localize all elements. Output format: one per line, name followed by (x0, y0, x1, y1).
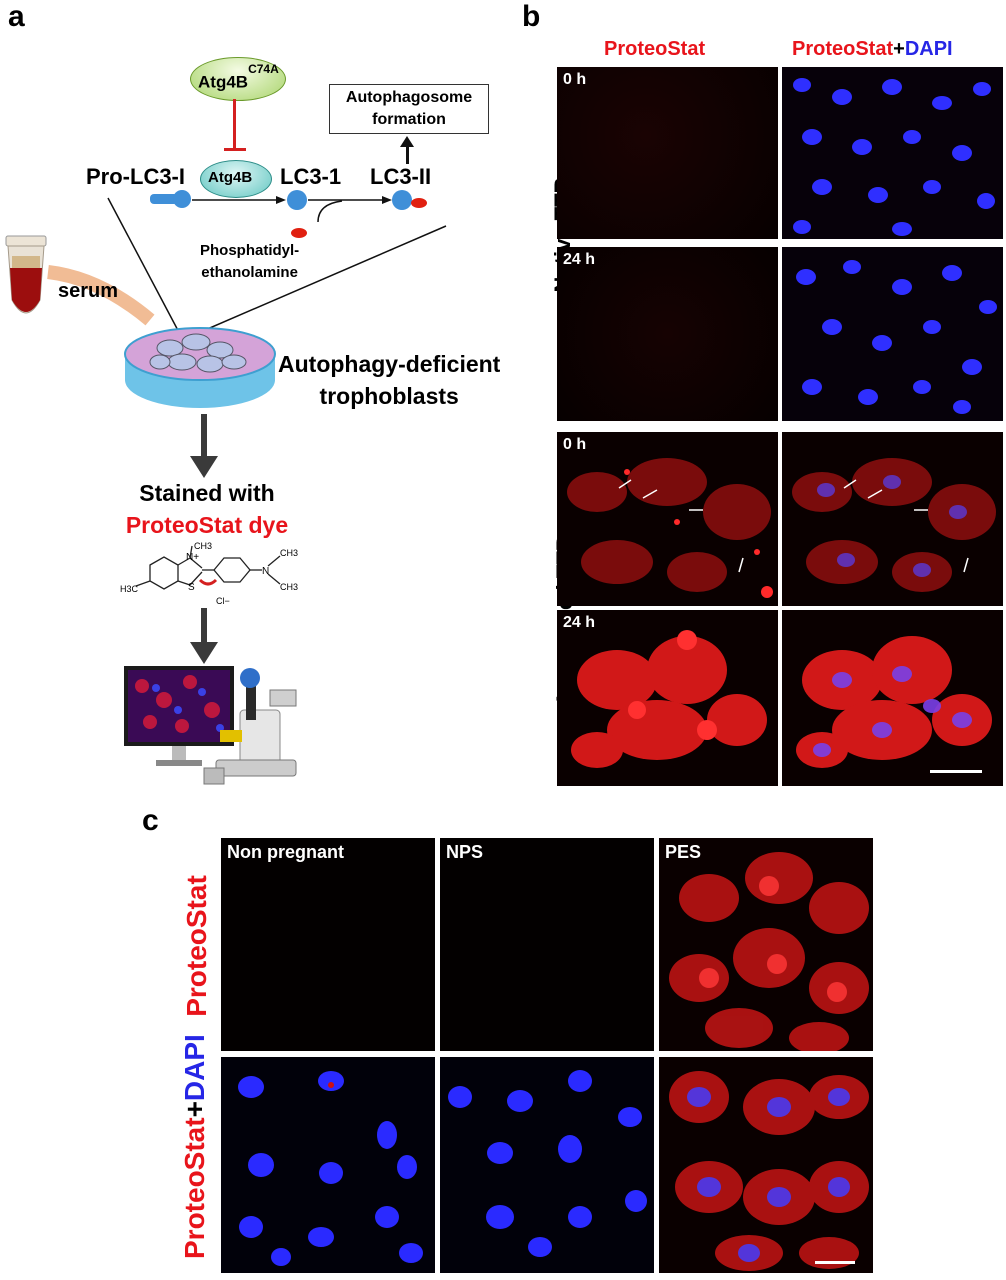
pro-lc3-label: Pro-LC3-I (86, 164, 185, 189)
c-pes-proteostat: PES (659, 838, 873, 1051)
c-col-label-2: PES (665, 842, 702, 862)
cells-line1: Autophagy-deficient (278, 351, 501, 377)
b-time-label-3: 24 h (563, 614, 596, 631)
chem-cl: Cl− (216, 596, 230, 606)
arrow-up-head (400, 136, 414, 147)
c-row2-blue: DAPI (179, 1034, 210, 1102)
arrow-down-1-shaft (201, 414, 207, 458)
c-row2-red: ProteoStat (179, 1117, 210, 1259)
pe-line2: ethanolamine (201, 264, 298, 281)
serum-label: serum (58, 280, 119, 302)
serum-arrow (47, 265, 155, 326)
c-row1-label: ProteoStat (181, 875, 212, 1017)
chem-h3c: H3C (120, 584, 139, 594)
chem-n: N (262, 566, 269, 577)
b-time-label-2: 0 h (563, 436, 587, 453)
b-time-label-1: 24 h (563, 251, 596, 268)
proteostat-structure: N+ CH3 S H3C N CH3 CH3 Cl− (120, 541, 298, 606)
b-scale-bar (930, 770, 982, 773)
b-native-0h-nuclei (793, 78, 995, 236)
arrow-down-2-shaft (201, 608, 207, 644)
b-aggregated-24h-signal (571, 630, 767, 768)
arrow-2-head (382, 196, 392, 204)
pathway-diagram (107, 190, 447, 341)
b-aggregated-0h-merge-signal (792, 458, 996, 592)
inhibition-line (233, 99, 236, 149)
lc3-2-label: LC3-II (370, 164, 432, 189)
pe-line1: Phosphatidyl- (200, 242, 300, 259)
c-scale-bar (815, 1261, 855, 1264)
panel-a-letter: a (8, 0, 25, 33)
b-native-24h-proteostat: 24 h (557, 247, 778, 421)
b-aggregated-0h-signal (567, 458, 773, 598)
pe-curve (317, 200, 343, 223)
b-aggregated-24h-proteostat: 24 h (557, 610, 778, 786)
b-time-label-0: 0 h (563, 71, 587, 88)
atg4b-label: Atg4B (208, 169, 253, 186)
b-native-24h-nuclei (796, 260, 997, 414)
c-pes-merge (659, 1057, 873, 1273)
dye-label: ProteoStat dye (125, 512, 289, 538)
b-aggregated-0h-proteostat: 0 h (557, 432, 778, 606)
zoom-line-right (181, 225, 447, 341)
autophagosome-box: Autophagosome formation (329, 84, 489, 134)
chem-ch3-r1: CH3 (280, 548, 298, 558)
c-pes-signal (669, 852, 869, 1051)
stained-with-label: Stained with (139, 480, 275, 506)
c-pes-merge-signal (669, 1071, 869, 1271)
panel-c-letter: c (142, 804, 159, 837)
b-aggregated-24h-merge (782, 610, 1003, 786)
c-nonpregnant-nuclei (238, 1071, 423, 1266)
b-aggregated-0h-merge (782, 432, 1003, 606)
pe-label: Phosphatidyl- ethanolamine (200, 240, 299, 284)
c-nonpregnant-proteostat: Non pregnant (221, 838, 435, 1051)
mutant-superscript: C74A (248, 62, 279, 76)
autophagosome-line1: Autophagosome (345, 89, 473, 106)
pro-lc3-head (173, 190, 191, 208)
b-native-0h-proteostat: 0 h (557, 67, 778, 239)
arrow-down-2-head (190, 642, 218, 664)
lc3-2-pe (411, 198, 427, 208)
lc3-2-shape (392, 190, 412, 210)
arrow-up-shaft (406, 146, 409, 164)
serum-tube (5, 235, 155, 326)
zoom-line-left (107, 197, 183, 339)
c-row2-label: ProteoStat+DAPI (179, 1034, 211, 1259)
autophagosome-line2: formation (372, 111, 446, 128)
c-nonpregnant-merge (221, 1057, 435, 1273)
c-col-label-1: NPS (446, 842, 484, 862)
c-nps-proteostat: NPS (440, 838, 654, 1051)
atg4b-ellipse (200, 160, 272, 198)
b-col2-red: ProteoStat (792, 38, 894, 60)
b-native-0h-merge (782, 67, 1003, 239)
chem-ch3-r2: CH3 (280, 582, 298, 592)
panel-b-letter: b (522, 0, 541, 33)
lc3-1-shape (287, 190, 307, 210)
c-nps-merge (440, 1057, 654, 1273)
c-row2-plus: + (179, 1101, 210, 1118)
c-col-label-0: Non pregnant (227, 842, 344, 862)
b-native-24h-merge (782, 247, 1003, 421)
arrow-1-head (276, 196, 286, 204)
atg4b-mutant-ellipse (190, 57, 286, 101)
chem-ch3-top: CH3 (194, 541, 212, 551)
c-nps-nuclei (448, 1070, 647, 1257)
b-col2-header: ProteoStat+DAPI (792, 38, 953, 61)
cells-label: Autophagy-deficient trophoblasts (278, 348, 500, 412)
b-col2-blue: DAPI (904, 38, 953, 60)
lc3-1-label: LC3-1 (280, 164, 342, 189)
b-aggregated-24h-merge-signal (796, 636, 992, 773)
cells-line2: trophoblasts (319, 383, 459, 409)
pro-lc3-tail (150, 194, 178, 204)
inhibition-bar (224, 148, 246, 151)
pe-shape (291, 228, 307, 238)
atg4b-mutant-label: Atg4BC74A (198, 62, 279, 92)
chem-n-plus: N+ (186, 552, 199, 563)
b-col1-header: ProteoStat (604, 38, 706, 60)
chem-s: S (188, 582, 195, 593)
b-col2-plus: + (893, 38, 905, 60)
microscope-illustration (124, 666, 297, 785)
arrow-down-1-head (190, 456, 218, 478)
petri-dish (124, 327, 276, 408)
